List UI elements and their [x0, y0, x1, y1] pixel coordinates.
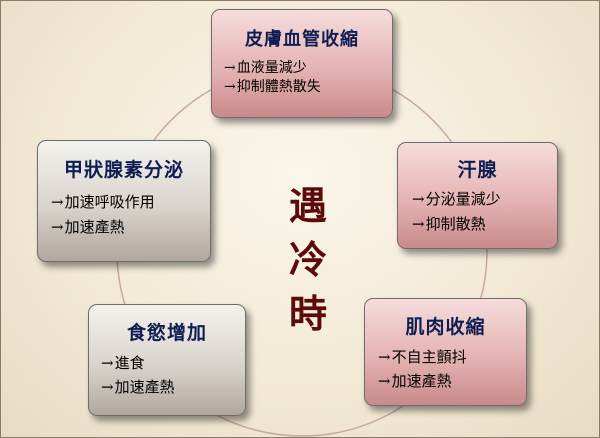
box-item-text: 不自主顫抖	[391, 348, 467, 366]
box-title: 甲狀腺素分泌	[63, 159, 184, 181]
box-muscle-contraction: 肌肉收縮 →不自主顫抖 →加速產熱	[364, 298, 527, 406]
box-item: →進食	[101, 351, 245, 375]
box-item: →血液量減少	[224, 59, 392, 78]
box-thyroxine-secretion: 甲狀腺素分泌 →加速呼吸作用 →加速產熱	[37, 140, 211, 262]
arrow-right-icon: →	[412, 214, 425, 233]
box-item-text: 加速產熱	[114, 378, 175, 396]
box-item-text: 加速產熱	[391, 372, 452, 390]
center-char-2: 冷	[288, 238, 327, 282]
box-item-text: 分泌量減少	[425, 190, 501, 208]
box-item-text: 加速呼吸作用	[64, 193, 155, 211]
box-item: →不自主顫抖	[378, 345, 526, 369]
arrow-right-icon: →	[101, 378, 114, 396]
box-title: 汗腺	[457, 159, 498, 181]
box-appetite-increase: 食慾增加 →進食 →加速產熱	[88, 304, 246, 416]
arrow-right-icon: →	[378, 348, 391, 366]
box-item: →分泌量減少	[412, 187, 557, 212]
box-item: →抑制體熱散失	[224, 78, 392, 97]
center-char-1: 遇	[288, 184, 327, 228]
arrow-right-icon: →	[51, 193, 64, 211]
arrow-right-icon: →	[378, 372, 391, 390]
box-item-text: 進食	[114, 354, 145, 372]
box-title: 食慾增加	[126, 322, 207, 344]
box-item-text: 血液量減少	[236, 60, 307, 76]
center-char-3: 時	[288, 292, 327, 336]
box-item: →加速呼吸作用	[51, 190, 210, 215]
box-sweat-gland: 汗腺 →分泌量減少 →抑制散熱	[397, 142, 558, 249]
box-skin-vessel-constriction: 皮膚血管收縮 →血液量減少 →抑制體熱散失	[211, 9, 393, 118]
arrow-right-icon: →	[51, 217, 64, 236]
box-item-text: 抑制散熱	[425, 214, 486, 233]
center-title: 遇 冷 時	[284, 179, 332, 341]
box-item: →加速產熱	[378, 369, 526, 393]
box-item-text: 加速產熱	[64, 217, 125, 236]
box-item-text: 抑制體熱散失	[236, 78, 321, 95]
box-item: →加速產熱	[51, 215, 210, 240]
box-item: →抑制散熱	[412, 212, 557, 237]
arrow-right-icon: →	[412, 190, 425, 208]
box-title: 皮膚血管收縮	[245, 29, 359, 50]
box-item: →加速產熱	[101, 375, 245, 399]
arrow-right-icon: →	[224, 60, 236, 76]
arrow-right-icon: →	[101, 354, 114, 372]
arrow-right-icon: →	[224, 78, 236, 95]
box-title: 肌肉收縮	[405, 316, 486, 338]
